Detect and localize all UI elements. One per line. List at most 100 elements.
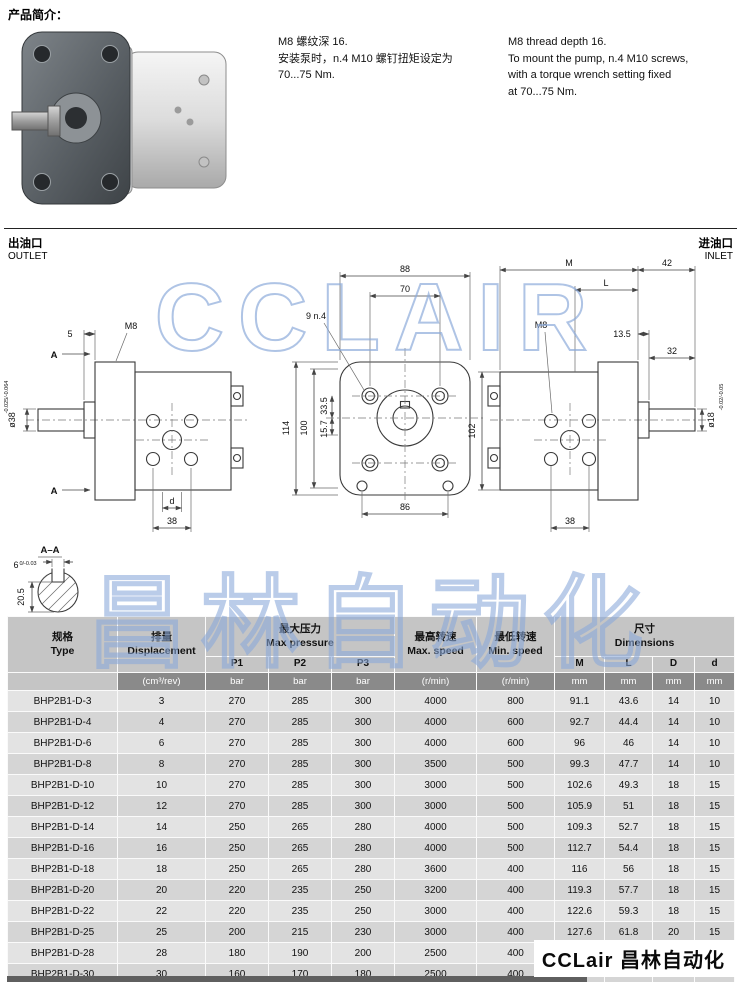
cell-value: 285 — [268, 753, 332, 775]
dim-15-7: 15.7 — [319, 420, 329, 438]
cell-value: 14 — [652, 711, 696, 733]
cell-value: 600 — [476, 711, 556, 733]
cell-value: 500 — [476, 837, 556, 859]
cell-value: 122.6 — [554, 900, 606, 922]
inlet-label-cn: 进油口 — [698, 238, 734, 250]
cell-value: 285 — [268, 690, 332, 712]
cell-value: 300 — [330, 690, 396, 712]
unit-d-upper: mm — [652, 672, 696, 691]
cell-value: 3000 — [394, 795, 478, 817]
col-p3: P3 — [330, 656, 396, 673]
cell-value: 15 — [694, 795, 736, 817]
cell-value: 270 — [205, 795, 269, 817]
cell-value: 20 — [117, 879, 206, 901]
cell-value: 250 — [330, 900, 396, 922]
cell-value: 4000 — [394, 690, 478, 712]
cell-value: 270 — [205, 732, 269, 754]
cell-value: 285 — [268, 732, 332, 754]
cell-value: 15 — [694, 900, 736, 922]
cell-value: 18 — [652, 816, 696, 838]
cell-type: BHP2B1-D-6 — [7, 732, 118, 754]
cell-value: 270 — [205, 753, 269, 775]
cell-value: 235 — [268, 879, 332, 901]
cell-type: BHP2B1-D-18 — [7, 858, 118, 880]
cell-value: 230 — [330, 921, 396, 943]
cell-value: 99.3 — [554, 753, 606, 775]
cell-value: 14 — [652, 753, 696, 775]
dim-M: M — [565, 258, 573, 268]
dim-114: 114 — [281, 421, 291, 435]
cell-value: 59.3 — [604, 900, 654, 922]
cell-value: 200 — [205, 921, 269, 943]
cell-value: 265 — [268, 858, 332, 880]
cell-value: 270 — [205, 774, 269, 796]
unit-p1: bar — [205, 672, 269, 691]
spec-table-wrap: 规格 Type 排量 Displacement 最大压力 Max pressur… — [7, 616, 736, 982]
cell-value: 18 — [652, 900, 696, 922]
cell-value: 10 — [117, 774, 206, 796]
dim-38-left: 38 — [167, 516, 177, 526]
cell-type: BHP2B1-D-28 — [7, 942, 118, 964]
cell-value: 280 — [330, 816, 396, 838]
cell-value: 400 — [476, 879, 556, 901]
cell-value: 28 — [117, 942, 206, 964]
cell-value: 285 — [268, 774, 332, 796]
cell-value: 10 — [694, 690, 736, 712]
cell-value: 47.7 — [604, 753, 654, 775]
mounting-note-en: M8 thread depth 16. To mount the pump, n… — [508, 36, 689, 98]
cell-value: 10 — [694, 753, 736, 775]
dim-shaft-dia-18: ø18 — [706, 412, 716, 428]
cell-value: 215 — [268, 921, 332, 943]
cell-value: 22 — [117, 900, 206, 922]
cell-value: 600 — [476, 732, 556, 754]
cell-value: 51 — [604, 795, 654, 817]
drawing-left-view: 5 M8 A A ø38 -0.025/-0.064 d 38 — [4, 321, 250, 532]
cell-value: 8 — [117, 753, 206, 775]
section-aa-label: A–A — [40, 545, 59, 556]
cell-type: BHP2B1-D-12 — [7, 795, 118, 817]
cell-value: 400 — [476, 900, 556, 922]
cell-value: 15 — [694, 858, 736, 880]
cell-value: 285 — [268, 711, 332, 733]
unit-displacement: (cm³/rev) — [117, 672, 206, 691]
cell-value: 800 — [476, 690, 556, 712]
cell-value: 265 — [268, 837, 332, 859]
outlet-label: 出油口 OUTLET — [8, 237, 47, 264]
dim-m8-left: M8 — [125, 321, 138, 331]
cell-value: 220 — [205, 879, 269, 901]
dim-L: L — [603, 278, 608, 288]
cell-value: 400 — [476, 921, 556, 943]
cell-value: 3 — [117, 690, 206, 712]
cell-value: 270 — [205, 690, 269, 712]
col-p2: P2 — [268, 656, 332, 673]
dim-32: 32 — [667, 346, 677, 356]
cell-type: BHP2B1-D-14 — [7, 816, 118, 838]
cell-value: 4000 — [394, 816, 478, 838]
cell-value: 190 — [268, 942, 332, 964]
cell-value: 15 — [694, 837, 736, 859]
cell-value: 300 — [330, 711, 396, 733]
cell-value: 3000 — [394, 774, 478, 796]
unit-p3: bar — [330, 672, 396, 691]
dim-102: 102 — [467, 423, 477, 438]
cell-value: 18 — [652, 858, 696, 880]
outlet-label-cn: 出油口 — [8, 238, 43, 250]
table-bottom-strip — [7, 976, 587, 982]
footer-logo: CCLair 昌林自动化 — [533, 940, 735, 977]
page-title: 产品简介： — [8, 8, 69, 22]
col-type: 规格 Type — [7, 616, 118, 673]
cell-value: 52.7 — [604, 816, 654, 838]
drawing-front-view: 88 70 9 n.4 114 100 33.5 15.7 86 — [281, 264, 484, 518]
cell-value: 56 — [604, 858, 654, 880]
cell-value: 14 — [652, 732, 696, 754]
unit-l: mm — [604, 672, 654, 691]
cell-type: BHP2B1-D-3 — [7, 690, 118, 712]
cell-value: 49.3 — [604, 774, 654, 796]
unit-blank — [7, 672, 118, 691]
